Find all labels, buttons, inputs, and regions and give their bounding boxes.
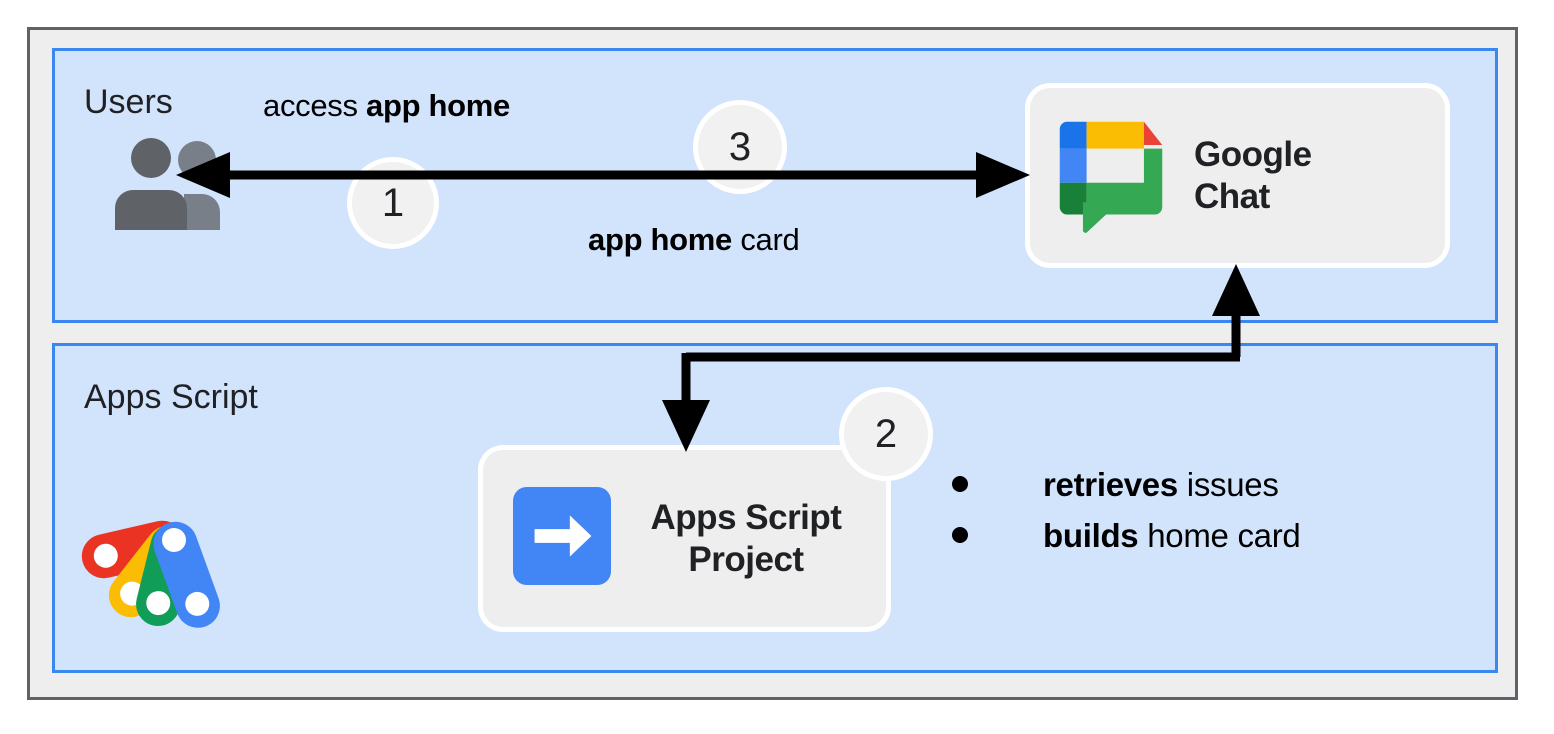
bullet-text: retrieves issues xyxy=(1043,466,1279,504)
node-google-chat-label: Google Chat xyxy=(1194,134,1312,217)
apps-script-project-label-line2: Project xyxy=(688,539,804,579)
step-circle-1: 1 xyxy=(347,157,439,249)
google-chat-label-line2: Chat xyxy=(1194,176,1270,216)
bullet-list: retrieves issues builds home card xyxy=(952,466,1422,568)
bullet-1-plain: home card xyxy=(1138,517,1301,554)
bullet-0-plain: issues xyxy=(1177,466,1279,503)
edge-label-app-home-bold-2: app home xyxy=(588,222,733,257)
bullet-dot-icon xyxy=(952,476,968,492)
apps-script-project-icon xyxy=(513,487,611,590)
panel-users-title: Users xyxy=(84,83,173,121)
apps-script-project-label: Apps Script Project xyxy=(631,497,861,580)
bullet-0-bold: retrieves xyxy=(1043,466,1178,503)
edge-label-access-app-home: access app home xyxy=(263,88,510,124)
edge-label-access-text: access xyxy=(263,88,366,123)
node-google-chat[interactable]: Google Chat xyxy=(1030,88,1445,263)
bullet-text: builds home card xyxy=(1043,517,1301,555)
google-chat-label-line1: Google xyxy=(1194,135,1312,175)
edge-label-app-home-bold: app home xyxy=(366,88,511,123)
list-item: retrieves issues xyxy=(952,466,1422,504)
node-apps-script-project[interactable]: Apps Script Project xyxy=(483,450,886,627)
step-circle-2: 2 xyxy=(839,387,933,481)
list-item: builds home card xyxy=(952,517,1422,555)
google-chat-icon xyxy=(1050,112,1172,239)
edge-label-app-home-card: app home card xyxy=(588,222,800,258)
bullet-1-bold: builds xyxy=(1043,517,1139,554)
apps-script-project-label-line1: Apps Script xyxy=(650,498,842,538)
edge-label-card-text: card xyxy=(732,222,800,257)
panel-apps-script-title: Apps Script xyxy=(84,378,258,416)
bullet-dot-icon xyxy=(952,527,968,543)
step-circle-3: 3 xyxy=(693,100,787,194)
